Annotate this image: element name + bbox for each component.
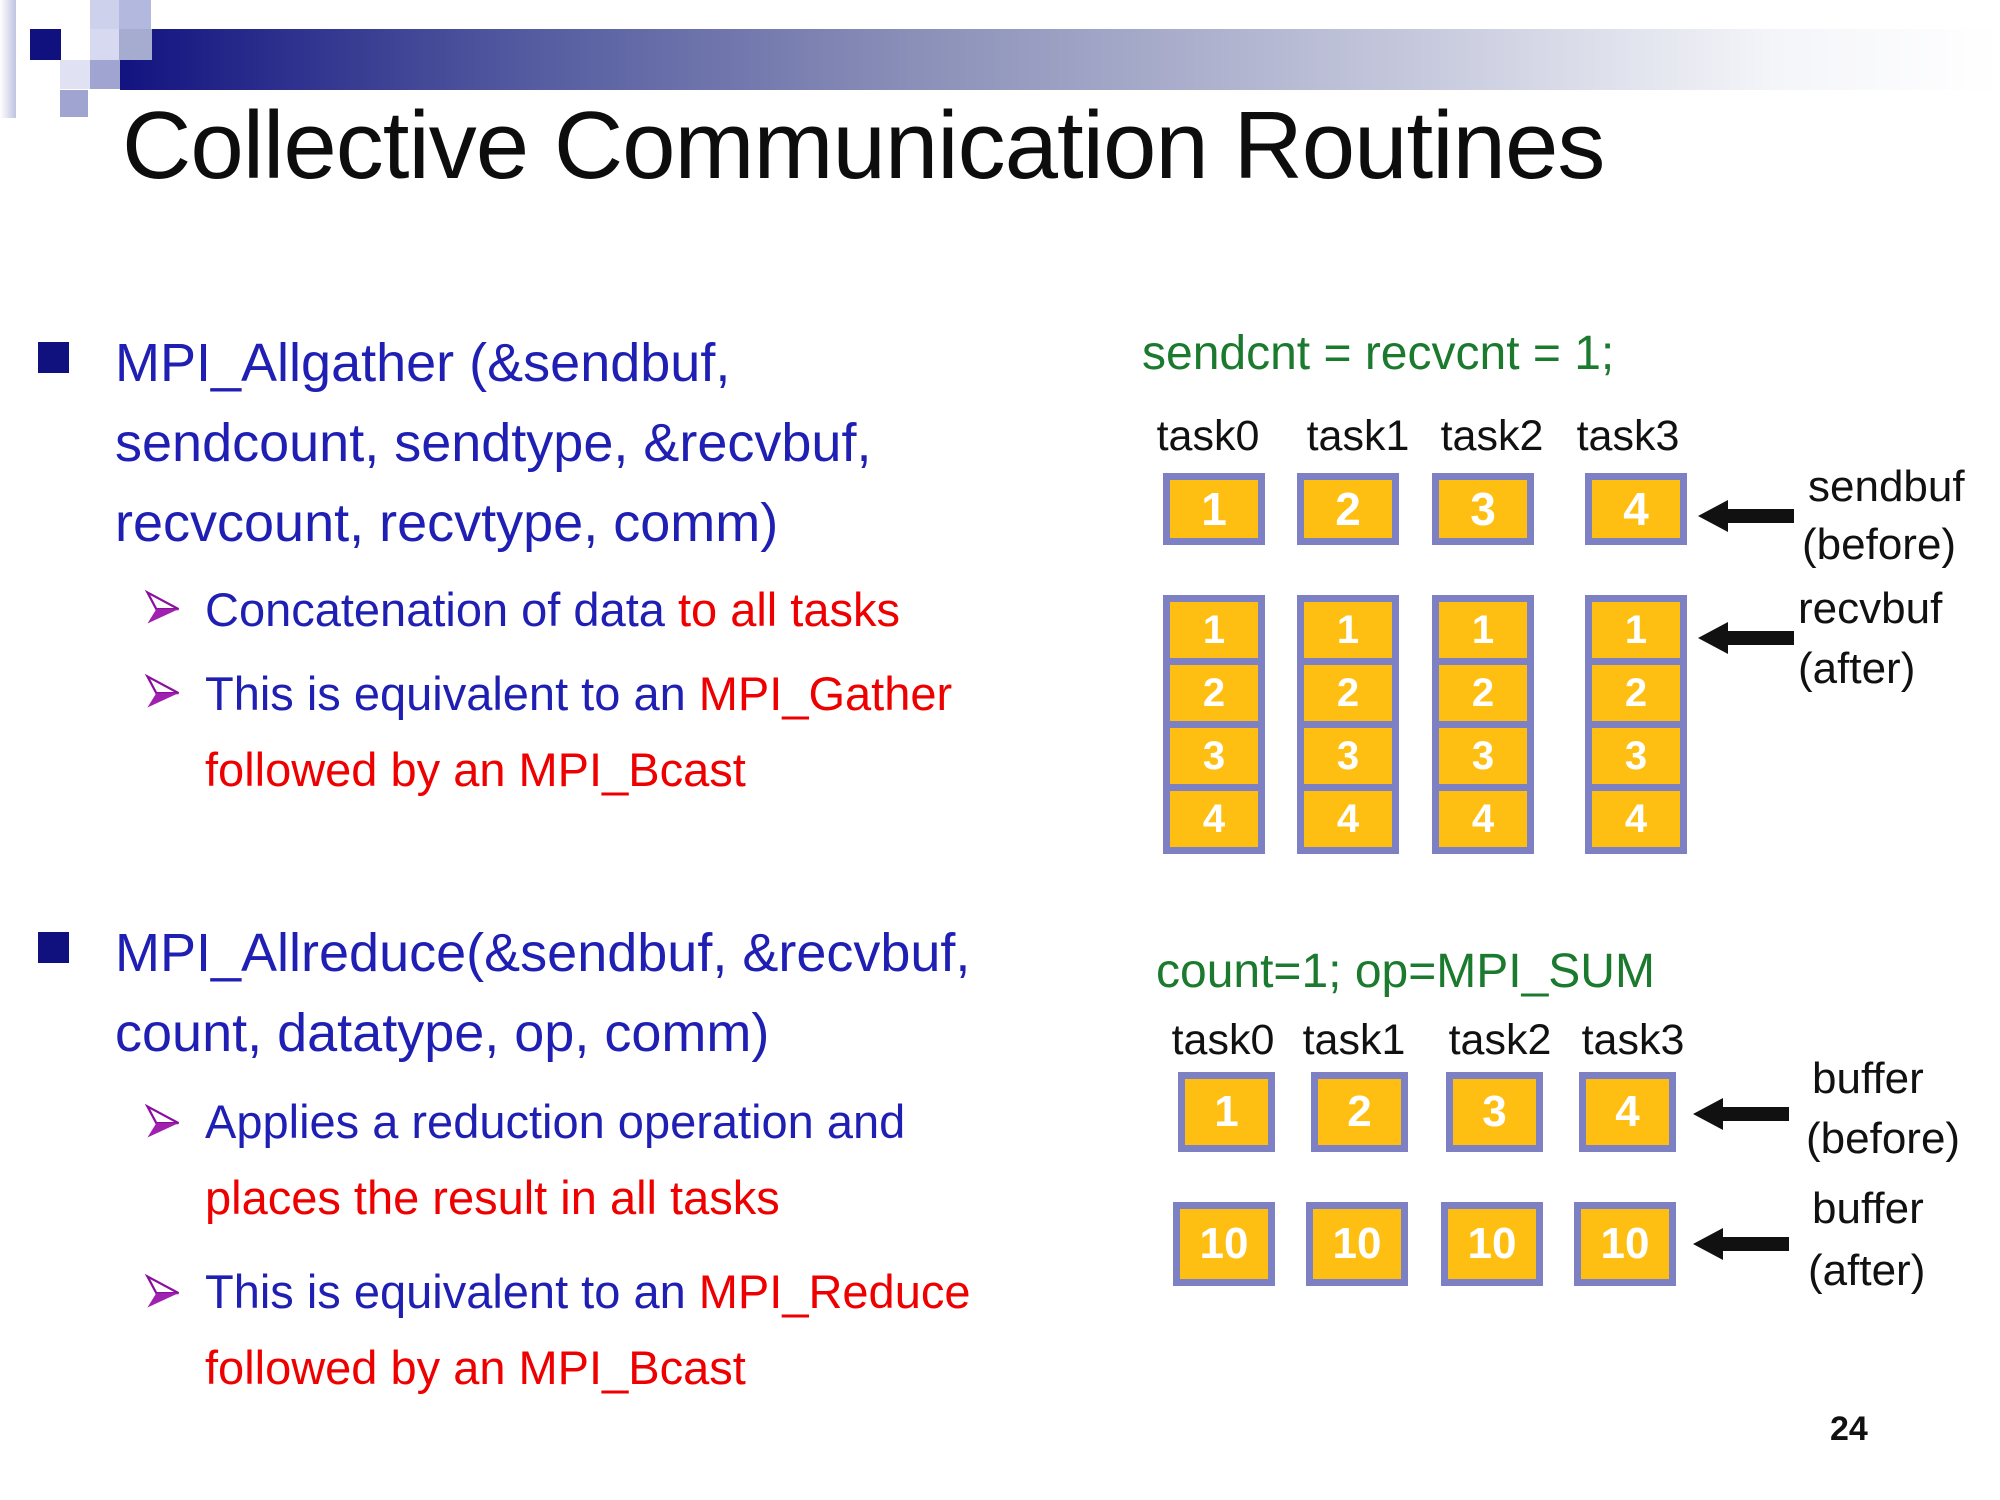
buffer-after-cell: 10 [1306,1202,1408,1286]
buffer-before-state-label: (before) [1806,1114,1961,1163]
deco-square [90,29,119,60]
allgather-subbullet-2-line1: This is equivalent to an MPI_Gather [205,668,952,720]
allreduce-subbullet-1-line1: Applies a reduction operation and [205,1095,906,1148]
buffer-after-cell: 10 [1173,1202,1275,1286]
sendbuf-cell: 3 [1432,473,1534,545]
task-label-2: task2 [1440,412,1544,460]
recvbuf-column-2: 1 2 3 4 [1432,595,1534,854]
left-arrow-icon [1693,1228,1789,1260]
allreduce-subbullet-1-line2: places the result in all tasks [205,1171,780,1224]
buffer-after-state-label: (after) [1808,1246,1926,1295]
allreduce-signature-line1: MPI_Allreduce(&sendbuf, &recvbuf, [115,923,971,983]
sendbuf-cell: 1 [1163,473,1265,545]
buffer-before-cell: 2 [1311,1072,1408,1152]
left-arrow-icon [1698,622,1794,654]
subbullet-text-blue: Concatenation of data [205,583,678,636]
recvbuf-cell: 2 [1592,665,1680,721]
deco-square [60,60,90,89]
task-label-3: task3 [1576,412,1680,460]
recvbuf-cell: 4 [1592,791,1680,847]
recvbuf-cell: 2 [1304,665,1392,721]
buffer-before-cell: 4 [1579,1072,1676,1152]
recvbuf-column-1: 1 2 3 4 [1297,595,1399,854]
sendbuf-cell: 2 [1297,473,1399,545]
subbullet-text-red: MPI_Reduce [698,1265,971,1318]
task-label-1: task1 [1302,1016,1406,1064]
recvbuf-column-0: 1 2 3 4 [1163,595,1265,854]
bullet-square-icon [38,932,69,963]
task-label-1: task1 [1306,412,1410,460]
buffer-after-cell: 10 [1574,1202,1676,1286]
task-label-0: task0 [1156,412,1260,460]
task-label-3: task3 [1581,1016,1685,1064]
allgather-param-label: sendcnt = recvcnt = 1; [1142,327,1615,380]
page-number: 24 [1830,1410,1868,1448]
allgather-subbullet-2-line2: followed by an MPI_Bcast [205,743,746,796]
allgather-signature-line2: sendcount, sendtype, &recvbuf, [115,413,872,473]
header-left-strip [0,0,16,118]
recvbuf-state-label: (after) [1798,644,1916,693]
allgather-signature-line1: MPI_Allgather (&sendbuf, [115,333,731,393]
subbullet-text-blue: This is equivalent to an [205,1265,699,1318]
deco-square [119,29,152,60]
allgather-signature-line3: recvcount, recvtype, comm) [115,493,779,553]
bullet-square-icon [38,342,69,373]
allreduce-param-label: count=1; op=MPI_SUM [1156,945,1655,998]
buffer-before-cell: 3 [1446,1072,1543,1152]
page-title: Collective Communication Routines [122,92,1605,199]
arrowhead-bullet-icon [144,1273,180,1308]
recvbuf-cell: 4 [1170,791,1258,847]
allreduce-subbullet-2-line1: This is equivalent to an MPI_Reduce [205,1266,970,1318]
recvbuf-cell: 3 [1592,728,1680,784]
left-arrow-icon [1698,500,1794,532]
buffer-before-label: buffer [1812,1054,1924,1103]
sendbuf-cell: 4 [1585,473,1687,545]
task-label-2: task2 [1448,1016,1552,1064]
subbullet-text-blue: This is equivalent to an [205,667,699,720]
header-gradient-bar [120,29,2000,90]
allreduce-subbullet-2-line2: followed by an MPI_Bcast [205,1341,746,1394]
arrowhead-bullet-icon [144,589,180,624]
sendbuf-label: sendbuf [1808,462,1965,511]
buffer-after-cell: 10 [1441,1202,1543,1286]
recvbuf-cell: 1 [1439,602,1527,658]
deco-square [119,0,151,29]
recvbuf-cell: 1 [1170,602,1258,658]
sendbuf-state-label: (before) [1802,520,1957,569]
allreduce-signature-line2: count, datatype, op, comm) [115,1003,770,1063]
buffer-before-cell: 1 [1178,1072,1275,1152]
recvbuf-cell: 3 [1170,728,1258,784]
recvbuf-cell: 4 [1304,791,1392,847]
task-label-0: task0 [1171,1016,1275,1064]
buffer-after-label: buffer [1812,1184,1924,1233]
arrowhead-bullet-icon [144,673,180,708]
subbullet-text-red: MPI_Gather [698,667,953,720]
recvbuf-cell: 2 [1170,665,1258,721]
deco-square [90,60,120,89]
recvbuf-cell: 3 [1304,728,1392,784]
recvbuf-cell: 1 [1304,602,1392,658]
recvbuf-column-3: 1 2 3 4 [1585,595,1687,854]
left-arrow-icon [1693,1098,1789,1130]
deco-square [90,0,119,29]
recvbuf-cell: 3 [1439,728,1527,784]
deco-square-navy [30,29,61,60]
recvbuf-cell: 2 [1439,665,1527,721]
arrowhead-bullet-icon [144,1103,180,1138]
recvbuf-cell: 1 [1592,602,1680,658]
recvbuf-cell: 4 [1439,791,1527,847]
recvbuf-label: recvbuf [1798,584,1943,633]
allgather-subbullet-1: Concatenation of data to all tasks [205,584,900,636]
subbullet-text-red: to all tasks [677,583,901,636]
deco-square [60,90,88,117]
